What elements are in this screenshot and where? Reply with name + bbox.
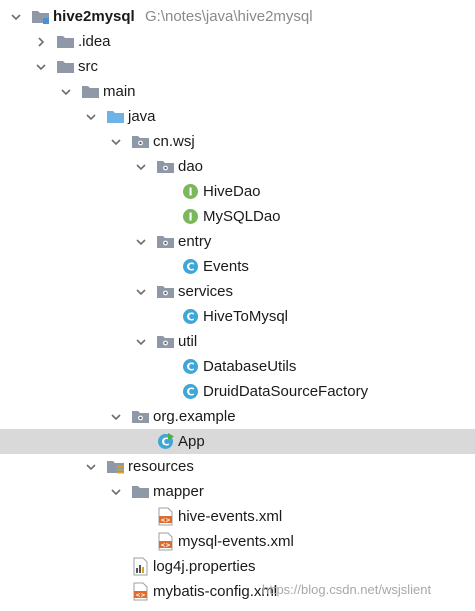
tree-node-hivetomysql[interactable]: C HiveToMysql xyxy=(0,304,475,329)
tree-node-label: log4j.properties xyxy=(153,558,256,575)
chevron-down-icon[interactable] xyxy=(81,104,101,129)
chevron-down-icon[interactable] xyxy=(6,4,26,29)
main-class-icon: C xyxy=(155,432,175,451)
tree-node-hivedao[interactable]: I HiveDao xyxy=(0,179,475,204)
source-folder-icon xyxy=(105,107,125,126)
svg-text:<>: <> xyxy=(160,542,170,549)
tree-node-mapper[interactable]: mapper xyxy=(0,479,475,504)
svg-text:<>: <> xyxy=(160,517,170,524)
interface-icon: I xyxy=(180,207,200,226)
svg-text:C: C xyxy=(186,311,194,324)
tree-node-label: cn.wsj xyxy=(153,133,195,150)
tree-node-mysqlevents[interactable]: <> mysql-events.xml xyxy=(0,529,475,554)
module-folder-icon xyxy=(30,7,50,26)
class-icon: C xyxy=(180,307,200,326)
tree-node-label: resources xyxy=(128,458,194,475)
tree-node-label: java xyxy=(128,108,156,125)
tree-node-label: src xyxy=(78,58,98,75)
svg-text:C: C xyxy=(186,386,194,399)
tree-node-label: entry xyxy=(178,233,212,250)
tree-node-dao[interactable]: dao xyxy=(0,154,475,179)
chevron-down-icon[interactable] xyxy=(106,129,126,154)
tree-node-label: mysql-events.xml xyxy=(178,533,294,550)
tree-node-services[interactable]: services xyxy=(0,279,475,304)
chevron-down-icon[interactable] xyxy=(81,454,101,479)
folder-icon xyxy=(55,32,75,51)
package-icon xyxy=(130,407,150,426)
chevron-down-icon[interactable] xyxy=(106,404,126,429)
package-icon xyxy=(155,157,175,176)
chevron-down-icon[interactable] xyxy=(106,479,126,504)
xml-file-icon: <> xyxy=(130,582,150,601)
tree-node-label: HiveDao xyxy=(203,183,261,200)
tree-node-app[interactable]: C App xyxy=(0,429,475,454)
chevron-down-icon[interactable] xyxy=(131,329,151,354)
tree-node-label: hive-events.xml xyxy=(178,508,283,525)
chevron-down-icon[interactable] xyxy=(31,54,51,79)
tree-node-java[interactable]: java xyxy=(0,104,475,129)
tree-node-src[interactable]: src xyxy=(0,54,475,79)
xml-file-icon: <> xyxy=(155,532,175,551)
tree-node-resources[interactable]: resources xyxy=(0,454,475,479)
tree-node-label: HiveToMysql xyxy=(203,308,289,325)
tree-node-label: dao xyxy=(178,158,204,175)
watermark-text: https://blog.csdn.net/wsjslient xyxy=(262,582,432,597)
svg-text:C: C xyxy=(186,261,194,274)
chevron-right-icon[interactable] xyxy=(31,29,51,54)
tree-node-label: mapper xyxy=(153,483,204,500)
tree-node-label: hive2mysql xyxy=(53,8,135,25)
tree-node-label: DatabaseUtils xyxy=(203,358,297,375)
tree-node-hiveevents[interactable]: <> hive-events.xml xyxy=(0,504,475,529)
resources-folder-icon xyxy=(105,457,125,476)
tree-node-main[interactable]: main xyxy=(0,79,475,104)
tree-node-databaseutils[interactable]: C DatabaseUtils xyxy=(0,354,475,379)
chevron-down-icon[interactable] xyxy=(131,279,151,304)
tree-node-events[interactable]: C Events xyxy=(0,254,475,279)
tree-node-label: main xyxy=(103,83,136,100)
svg-text:C: C xyxy=(186,361,194,374)
project-path: G:\notes\java\hive2mysql xyxy=(145,8,313,25)
svg-text:I: I xyxy=(188,186,192,199)
tree-node-idea[interactable]: .idea xyxy=(0,29,475,54)
package-icon xyxy=(155,332,175,351)
tree-node-project[interactable]: hive2mysql G:\notes\java\hive2mysql xyxy=(0,4,475,29)
tree-node-label: org.example xyxy=(153,408,236,425)
tree-node-label: App xyxy=(178,433,205,450)
tree-node-label: mybatis-config.xml xyxy=(153,583,278,600)
tree-node-label: MySQLDao xyxy=(203,208,281,225)
chevron-down-icon[interactable] xyxy=(131,154,151,179)
tree-node-label: services xyxy=(178,283,234,300)
tree-node-mybatis[interactable]: <> mybatis-config.xml xyxy=(0,579,475,604)
class-icon: C xyxy=(180,357,200,376)
package-icon xyxy=(130,132,150,151)
package-icon xyxy=(155,232,175,251)
tree-node-label: .idea xyxy=(78,33,111,50)
class-icon: C xyxy=(180,382,200,401)
xml-file-icon: <> xyxy=(155,507,175,526)
tree-node-entry[interactable]: entry xyxy=(0,229,475,254)
folder-icon xyxy=(55,57,75,76)
package-icon xyxy=(155,282,175,301)
interface-icon: I xyxy=(180,182,200,201)
class-icon: C xyxy=(180,257,200,276)
tree-node-druid[interactable]: C DruidDataSourceFactory xyxy=(0,379,475,404)
chevron-down-icon[interactable] xyxy=(56,79,76,104)
tree-node-label: util xyxy=(178,333,198,350)
tree-node-orgexample[interactable]: org.example xyxy=(0,404,475,429)
properties-file-icon xyxy=(130,557,150,576)
folder-icon xyxy=(80,82,100,101)
svg-text:C: C xyxy=(161,436,169,449)
svg-text:<>: <> xyxy=(135,592,145,599)
folder-icon xyxy=(130,482,150,501)
tree-node-util[interactable]: util xyxy=(0,329,475,354)
tree-node-log4j[interactable]: log4j.properties xyxy=(0,554,475,579)
tree-node-mysqldao[interactable]: I MySQLDao xyxy=(0,204,475,229)
tree-node-label: Events xyxy=(203,258,249,275)
tree-node-cn_wsj[interactable]: cn.wsj xyxy=(0,129,475,154)
svg-text:I: I xyxy=(188,211,192,224)
tree-node-label: DruidDataSourceFactory xyxy=(203,383,369,400)
chevron-down-icon[interactable] xyxy=(131,229,151,254)
